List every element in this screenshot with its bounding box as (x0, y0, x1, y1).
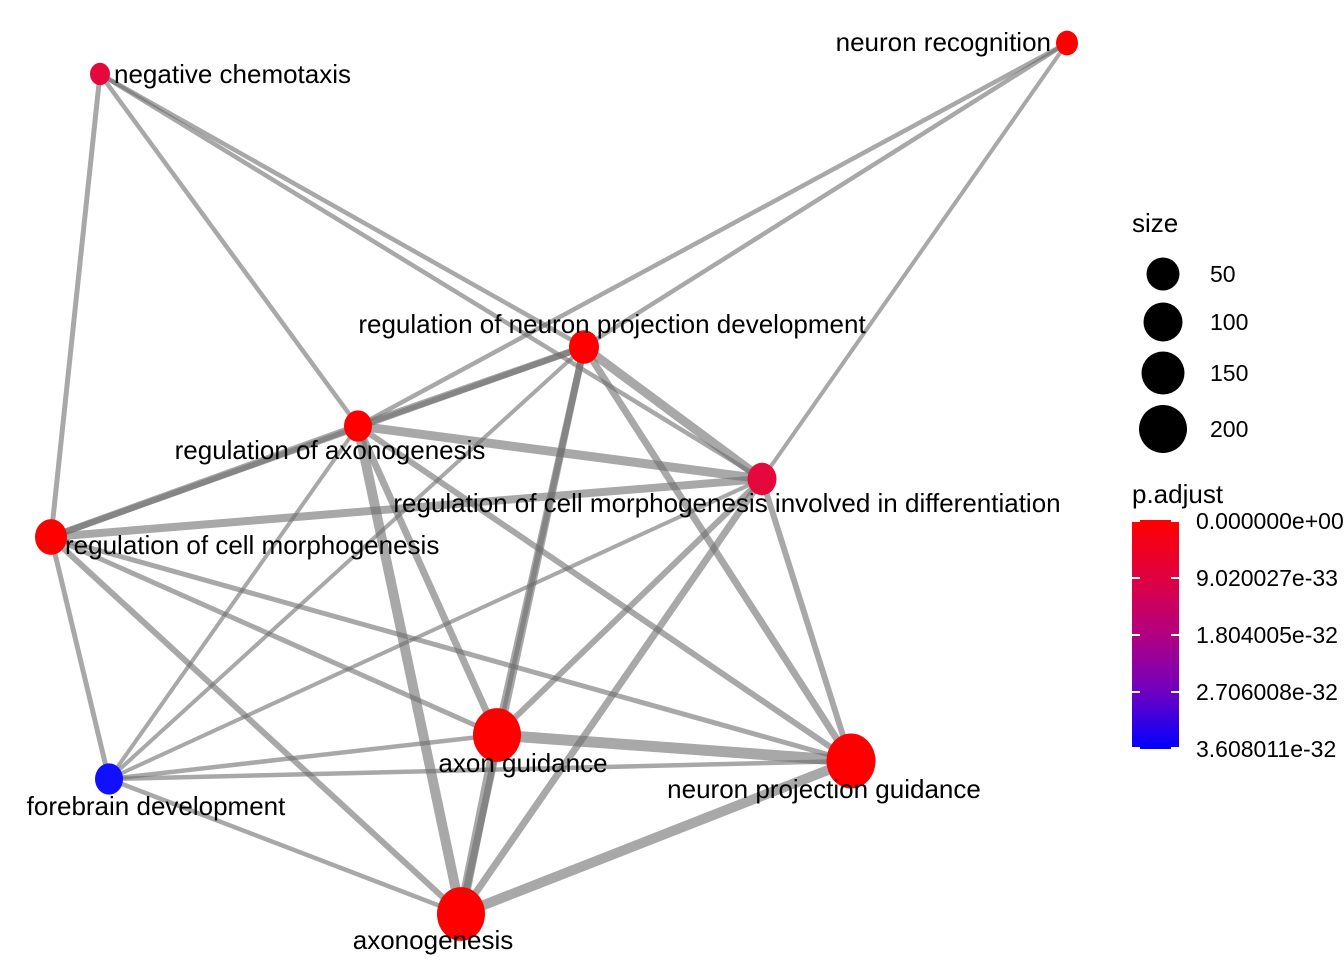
node-label-reg_cell_morphogenesis: regulation of cell morphogenesis (65, 530, 439, 560)
edge-neuron_recognition--reg_neuron_projection_development (582, 41, 1069, 349)
size-legend-label-50: 50 (1210, 261, 1236, 287)
size-legend-label-150: 150 (1210, 360, 1248, 386)
node-label-reg_axonogenesis: regulation of axonogenesis (175, 435, 486, 465)
edge-reg_axonogenesis--reg_cell_morphogenesis (49, 422, 360, 541)
edge-reg_cell_morphogenesis--forebrain_development (48, 536, 112, 780)
size-legend-label-200: 200 (1210, 416, 1248, 442)
edge-reg_cell_morph_diff--neuron_projection_guidance (759, 478, 854, 762)
node-forebrain_development (95, 763, 123, 795)
size-legend-label-100: 100 (1210, 309, 1248, 335)
edge-reg_axonogenesis--reg_cell_morph_diff (357, 421, 763, 484)
node-axonogenesis (437, 887, 485, 941)
edge-axon_guidance--neuron_projection_guidance (496, 729, 852, 767)
padjust-tick-label-3: 2.706008e-32 (1196, 679, 1338, 705)
edge-axon_guidance--axonogenesis (456, 734, 502, 915)
node-reg_cell_morph_diff (747, 462, 777, 496)
edge-reg_cell_morphogenesis--neuron_projection_guidance (50, 534, 852, 764)
edge-reg_cell_morph_diff--axon_guidance (494, 476, 765, 738)
size-legend-circle-150 (1141, 351, 1185, 395)
edge-reg_axonogenesis--forebrain_development (107, 424, 360, 781)
node-neuron_projection_guidance (826, 733, 876, 789)
node-label-neuron_projection_guidance: neuron projection guidance (667, 774, 981, 804)
edge-reg_neuron_projection_development--forebrain_development (107, 345, 586, 781)
edge-reg_cell_morph_diff--reg_cell_morphogenesis (50, 475, 763, 541)
edge-forebrain_development--axon_guidance (108, 732, 498, 782)
edge-neuron_recognition--reg_axonogenesis (356, 41, 1069, 428)
node-axon_guidance (473, 708, 521, 762)
edge-negative_chemotaxis--reg_cell_morphogenesis (48, 73, 103, 538)
padjust-tick-labels: 0.000000e+00 9.020027e-33 1.804005e-32 2.70… (1196, 508, 1344, 762)
size-legend-circle-100 (1143, 302, 1183, 342)
node-label-reg_cell_morph_diff: regulation of cell morphogenesis involve… (393, 488, 1060, 518)
edge-forebrain_development--neuron_projection_guidance (108, 758, 852, 782)
node-label-forebrain_development: forebrain development (27, 791, 286, 821)
node-labels-layer: negative chemotaxis neuron recognition reg… (27, 27, 1061, 955)
edge-forebrain_development--axonogenesis (108, 776, 462, 917)
padjust-legend-title: p.adjust (1132, 479, 1224, 509)
edge-negative_chemotaxis--reg_cell_morph_diff (98, 72, 764, 481)
edge-reg_neuron_projection_development--reg_cell_morph_diff (581, 343, 765, 483)
padjust-tick-label-1: 9.020027e-33 (1196, 565, 1338, 591)
edge-reg_cell_morphogenesis--axonogenesis (48, 534, 464, 917)
size-legend-title: size (1132, 208, 1178, 238)
padjust-tick-label-0: 0.000000e+00 (1196, 508, 1344, 534)
padjust-tick-label-2: 1.804005e-32 (1196, 622, 1338, 648)
node-neuron_recognition (1056, 30, 1078, 56)
node-reg_axonogenesis (344, 410, 372, 442)
node-label-negative_chemotaxis: negative chemotaxis (114, 59, 351, 89)
node-label-reg_neuron_projection_development: regulation of neuron projection developm… (358, 309, 866, 339)
edge-negative_chemotaxis--reg_axonogenesis (98, 72, 360, 428)
node-label-neuron_recognition: neuron recognition (836, 27, 1051, 57)
padjust-legend: p.adjust 0.000000e+00 9.020027e-33 1.80400… (1132, 479, 1344, 762)
edges-layer (48, 41, 1069, 919)
edge-reg_neuron_projection_development--neuron_projection_guidance (581, 345, 854, 763)
size-legend: size 50 100 150 200 (1132, 208, 1248, 453)
size-legend-circle-200 (1139, 405, 1187, 453)
node-label-axon_guidance: axon guidance (438, 748, 607, 778)
edge-neuron_recognition--reg_cell_morph_diff (760, 41, 1069, 481)
edge-reg_axonogenesis--neuron_projection_guidance (356, 423, 853, 764)
node-reg_neuron_projection_development (569, 330, 599, 364)
padjust-colorbar-ticks (1132, 520, 1179, 749)
edge-neuron_projection_guidance--axonogenesis (459, 756, 853, 919)
edge-reg_cell_morphogenesis--axon_guidance (49, 534, 499, 738)
size-legend-circle-50 (1146, 257, 1180, 291)
edge-reg_cell_morph_diff--forebrain_development (108, 477, 763, 781)
padjust-tick-label-4: 3.608011e-32 (1196, 736, 1336, 762)
edge-reg_axonogenesis--axon_guidance (354, 424, 501, 737)
size-legend-items: 50 100 150 200 (1139, 257, 1248, 453)
edge-negative_chemotaxis--reg_neuron_projection_development (98, 72, 586, 349)
node-label-axonogenesis: axonogenesis (353, 925, 513, 955)
node-reg_cell_morphogenesis (35, 519, 67, 555)
node-negative_chemotaxis (90, 62, 110, 86)
nodes-layer (35, 30, 1078, 941)
